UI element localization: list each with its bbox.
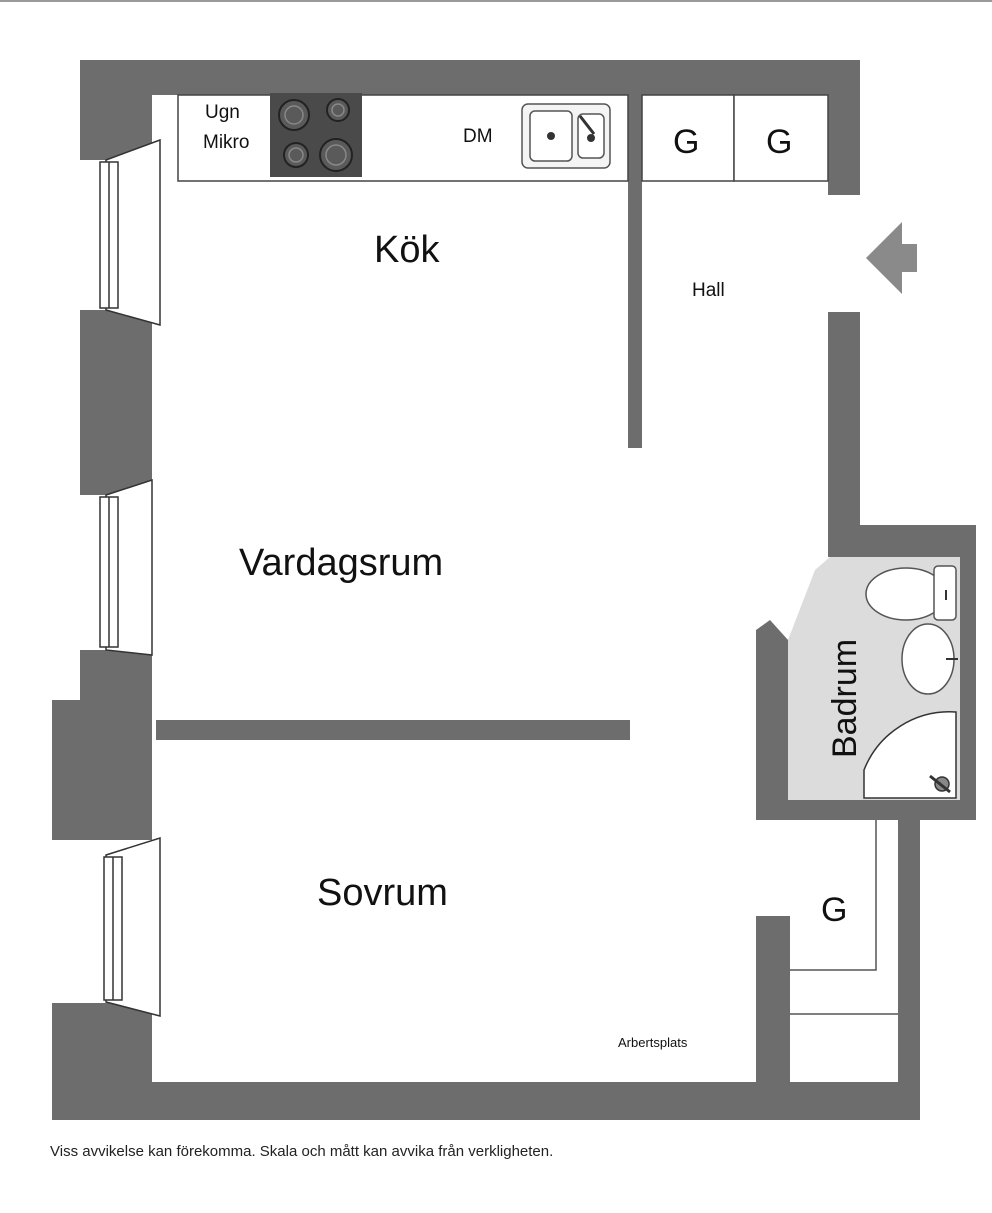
hall-closets (641, 94, 829, 182)
fixture-label-oven: Ugn (205, 102, 240, 123)
toilet (865, 565, 957, 621)
bathroom (788, 557, 960, 800)
bedroom-closet (790, 820, 898, 1015)
room-label-bathroom: Badrum (826, 639, 864, 758)
room-label-hall: Hall (692, 280, 725, 301)
room-label-workspace: Arbertsplats (618, 1035, 688, 1050)
windows (99, 138, 161, 1017)
fixture-label-dishwasher: DM (463, 126, 493, 147)
bathroom-sink (901, 623, 958, 695)
entrance-arrow-icon (866, 222, 917, 294)
sink (521, 103, 611, 169)
walls (52, 60, 976, 1120)
shower (863, 711, 957, 799)
room-label-bedroom: Sovrum (317, 872, 448, 914)
disclaimer-caption: Viss avvikelse kan förekomma. Skala och … (50, 1143, 554, 1160)
wardrobe-label-3: G (821, 891, 847, 929)
room-label-kitchen: Kök (374, 229, 440, 271)
room-label-living: Vardagsrum (239, 542, 443, 584)
fixture-label-microwave: Mikro (203, 132, 249, 153)
kitchen-counter (177, 93, 629, 182)
wardrobe-label-2: G (766, 123, 792, 161)
wardrobe-label-1: G (673, 123, 699, 161)
